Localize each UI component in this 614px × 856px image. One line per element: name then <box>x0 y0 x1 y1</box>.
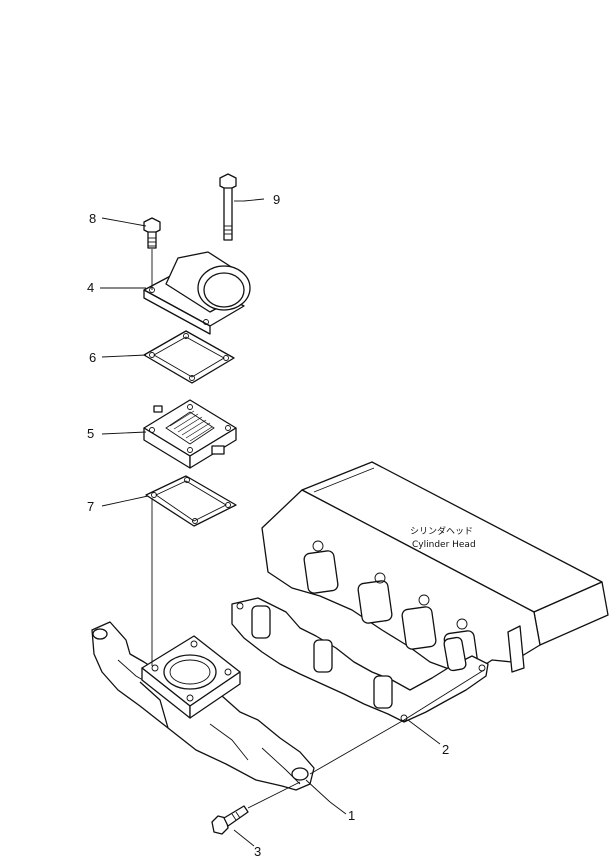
manifold-bolt <box>211 805 249 835</box>
callout-2: 2 <box>442 742 449 757</box>
callout-6: 6 <box>89 350 96 365</box>
manifold-gasket <box>231 597 489 723</box>
bolt-short <box>143 217 161 249</box>
head-port-1 <box>303 540 339 594</box>
assembly-lines <box>151 249 485 809</box>
intake-heater <box>143 399 237 469</box>
cylinder-head-label-jp: シリンダヘッド <box>410 525 473 537</box>
lower-gasket <box>145 475 237 527</box>
callout-3: 3 <box>254 844 261 856</box>
bolt-long <box>219 173 237 241</box>
upper-gasket <box>143 330 235 384</box>
head-port-2 <box>357 572 393 624</box>
callout-1: 1 <box>348 808 355 823</box>
heater-grille <box>165 410 215 445</box>
exhaust-manifold <box>91 621 315 791</box>
cylinder-head-label-en: Cylinder Head <box>412 540 476 550</box>
head-port-3 <box>401 594 437 650</box>
inlet-connector <box>143 251 251 335</box>
callout-9: 9 <box>273 192 280 207</box>
leader-lines <box>100 198 441 847</box>
callout-numbers: 8 9 4 6 5 7 1 2 3 <box>87 192 449 856</box>
callout-5: 5 <box>87 426 94 441</box>
callout-4: 4 <box>87 280 94 295</box>
callout-8: 8 <box>89 211 96 226</box>
callout-7: 7 <box>87 499 94 514</box>
